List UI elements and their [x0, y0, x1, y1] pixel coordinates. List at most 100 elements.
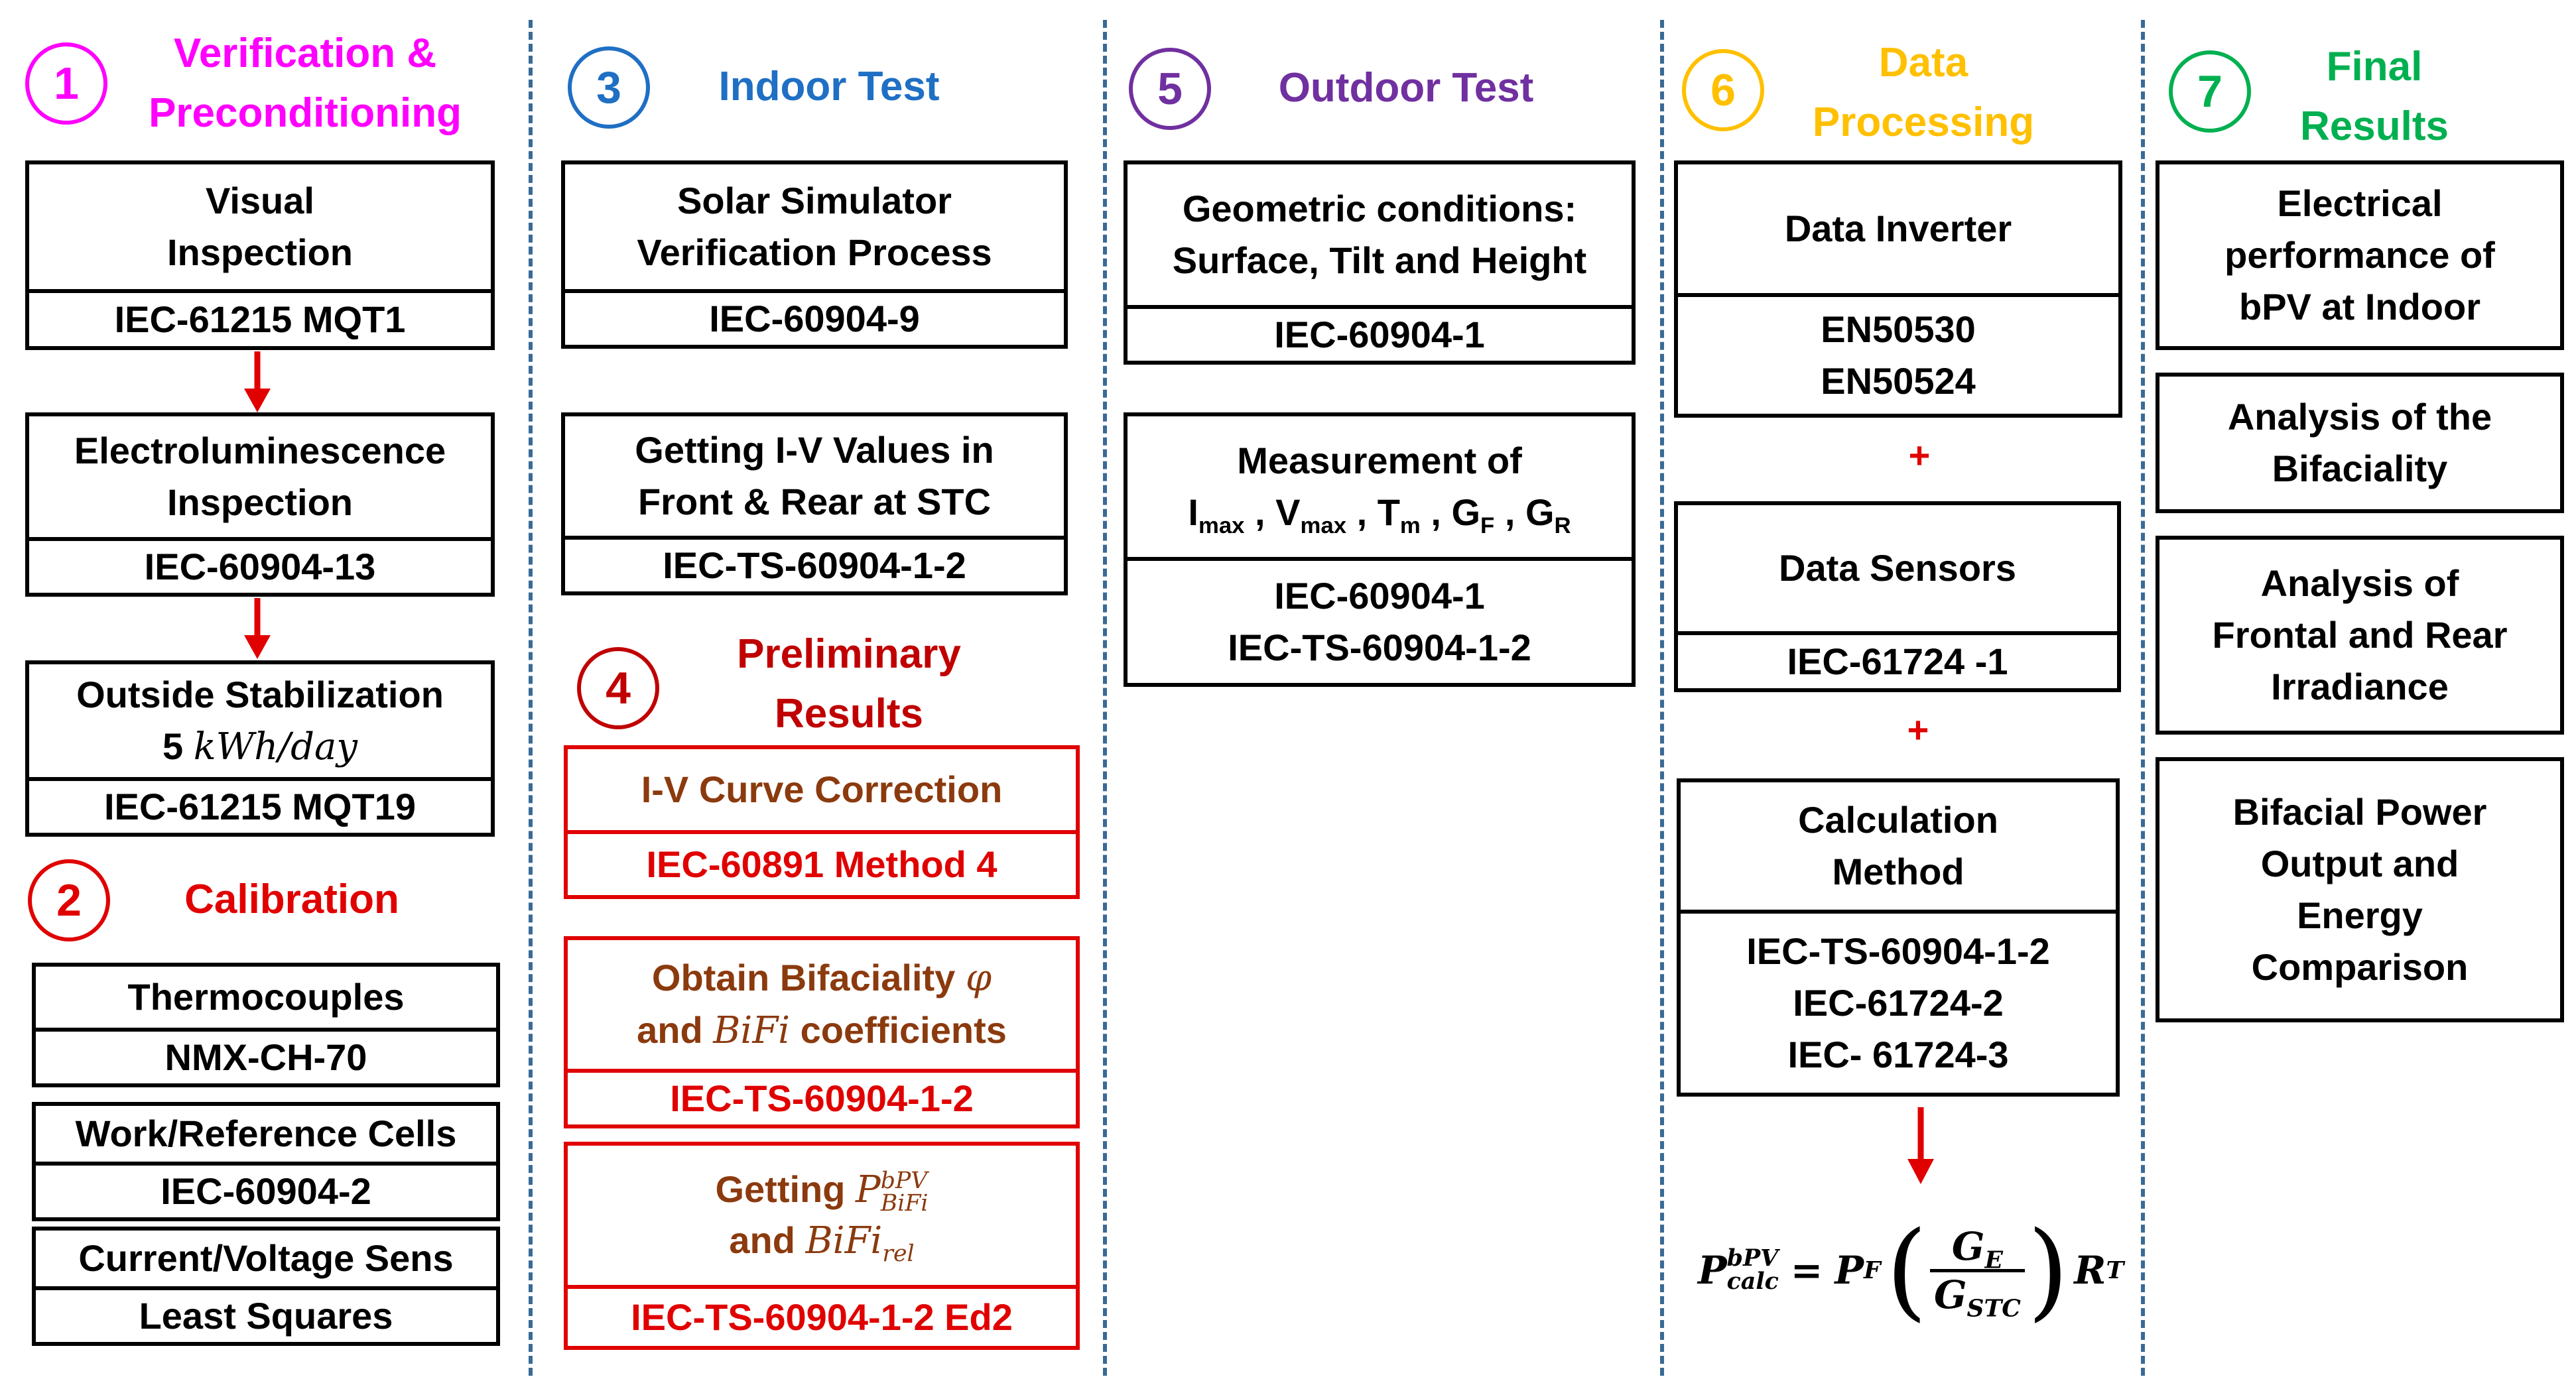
electroluminescence-line2: Inspection — [166, 481, 354, 523]
electroluminescence-standard: IEC-60904-13 — [29, 537, 491, 593]
solar-simulator-line2: Verification Process — [637, 231, 992, 273]
arrow-down-3 — [1907, 1107, 1934, 1184]
calculation-method-label: Calculation Method — [1681, 782, 2116, 910]
step-3-number: 3 — [596, 62, 621, 113]
section-7-title: Final Results — [2268, 37, 2480, 156]
visual-inspection-line1: Visual — [206, 180, 314, 221]
step-3-badge: 3 — [568, 46, 650, 129]
final-result-electrical-label: Electrical performance of bPV at Indoor — [2159, 164, 2560, 346]
bifaciality-and: and — [637, 1009, 703, 1051]
outside-stabilization-standard: IEC-61215 MQT19 — [29, 777, 491, 833]
final-result-power-energy-line1: Bifacial Power — [2232, 791, 2487, 833]
phi-symbol: φ — [965, 957, 992, 1000]
plus-sign-2: + — [1907, 709, 1929, 751]
formula-fraction: GE GSTC — [1929, 1224, 2025, 1321]
stabilization-unit: kWh/day — [193, 725, 357, 768]
bifaciality-line2: and BiFi coefficients — [637, 1004, 1007, 1057]
measurement-standards: IEC-60904-1 IEC-TS-60904-1-2 — [1127, 557, 1632, 683]
calculation-method-standards: IEC-TS-60904-1-2 IEC-61724-2 IEC- 61724-… — [1681, 910, 2116, 1093]
current-voltage-box: Current/Voltage Sens Least Squares — [32, 1227, 500, 1346]
calculation-standard-3: IEC- 61724-3 — [1787, 1034, 2009, 1075]
var-gf: G — [1451, 491, 1481, 533]
step-4-badge: 4 — [577, 647, 659, 729]
final-result-bifaciality-line2: Bifaciality — [2272, 448, 2448, 489]
reference-cells-label: Work/Reference Cells — [75, 1113, 457, 1154]
final-result-irradiance-label: Analysis of Frontal and Rear Irradiance — [2159, 540, 2560, 731]
divider-2 — [1103, 20, 1107, 1376]
final-result-electrical-line2: performance of — [2224, 234, 2495, 276]
final-result-power-energy-line3: Energy — [2297, 894, 2423, 936]
section-6-title-line2: Processing — [1812, 99, 2035, 145]
formula-rt: R — [2074, 1248, 2106, 1293]
data-sensors-box: Data Sensors IEC-61724 -1 — [1674, 501, 2121, 692]
visual-inspection-label: Visual Inspection — [29, 164, 491, 289]
var-t: T — [1377, 491, 1400, 533]
formula-left-paren: ( — [1886, 1208, 1927, 1332]
outside-stabilization-box: Outside Stabilization 5 kWh/day IEC-6121… — [25, 660, 495, 837]
p-superscript: bPV — [880, 1167, 928, 1194]
step-7-number: 7 — [2197, 66, 2222, 117]
final-result-irradiance-line1: Analysis of — [2260, 562, 2459, 604]
solar-simulator-label: Solar Simulator Verification Process — [565, 164, 1064, 289]
calculation-method-line1: Calculation — [1798, 799, 1998, 841]
bifaciality-box: Obtain Bifaciality φ and BiFi coefficien… — [564, 936, 1080, 1128]
step-6-badge: 6 — [1682, 49, 1764, 131]
calculation-standard-1: IEC-TS-60904-1-2 — [1746, 930, 2050, 972]
electroluminescence-label: Electroluminescence Inspection — [29, 416, 491, 537]
geometric-conditions-label: Geometric conditions: Surface, Tilt and … — [1127, 164, 1632, 305]
final-result-bifaciality-label: Analysis of the Bifaciality — [2159, 377, 2560, 509]
bifaciality-coefficients: coefficients — [800, 1009, 1007, 1051]
formula-fraction-bar — [1929, 1268, 2025, 1272]
visual-inspection-box: Visual Inspection IEC-61215 MQT1 — [25, 160, 495, 350]
formula-ge-sub: E — [1984, 1246, 2003, 1274]
electroluminescence-line1: Electroluminescence — [74, 430, 446, 471]
bifi-rel-base: BiFi — [805, 1219, 883, 1263]
section-6-title-line1: Data — [1878, 40, 1968, 86]
solar-simulator-standard: IEC-60904-9 — [565, 289, 1064, 345]
section-2-title: Calibration — [184, 876, 399, 922]
bifi-power-standard: IEC-TS-60904-1-2 Ed2 — [568, 1285, 1076, 1346]
step-6-number: 6 — [1710, 65, 1736, 115]
formula-right-paren: ) — [2027, 1208, 2069, 1332]
section-5-title: Outdoor Test — [1278, 65, 1534, 111]
iv-values-box: Getting I-V Values in Front & Rear at ST… — [561, 412, 1068, 595]
formula-numerator: GE — [1948, 1224, 2007, 1272]
calculation-standard-2: IEC-61724-2 — [1793, 982, 2004, 1024]
step-1-number: 1 — [54, 58, 79, 109]
step-4-number: 4 — [606, 663, 631, 713]
stabilization-value: 5 — [162, 725, 184, 767]
solar-simulator-line1: Solar Simulator — [677, 180, 952, 221]
final-result-bifaciality: Analysis of the Bifaciality — [2156, 373, 2564, 513]
step-1-badge: 1 — [25, 42, 107, 125]
formula-equals: = — [1790, 1248, 1823, 1293]
var-i: I — [1188, 491, 1198, 533]
final-result-power-energy-line4: Comparison — [2251, 946, 2469, 988]
data-inverter-box: Data Inverter EN50530 EN50524 — [1674, 160, 2122, 418]
electroluminescence-box: Electroluminescence Inspection IEC-60904… — [25, 412, 495, 597]
bifaciality-line1: Obtain Bifaciality φ — [652, 952, 992, 1004]
var-gf-sub: F — [1480, 513, 1495, 539]
formula-p: P — [1698, 1248, 1727, 1293]
measurement-standard-2: IEC-TS-60904-1-2 — [1228, 627, 1531, 668]
section-1-title: Verification & Preconditioning — [113, 24, 497, 143]
section-6-title: Data Processing — [1777, 33, 2069, 152]
getting-and: and — [729, 1219, 795, 1262]
formula-gstc-sub: STC — [1966, 1294, 2021, 1323]
var-v: V — [1275, 491, 1301, 533]
section-4-title-line2: Results — [775, 691, 923, 737]
data-sensors-label: Data Sensors — [1779, 547, 2016, 589]
data-inverter-standard-1: EN50530 — [1821, 308, 1976, 350]
step-7-badge: 7 — [2169, 50, 2251, 133]
iv-values-standard: IEC-TS-60904-1-2 — [565, 536, 1064, 591]
geometric-conditions-box: Geometric conditions: Surface, Tilt and … — [1124, 160, 1636, 365]
current-voltage-standard: Least Squares — [36, 1286, 496, 1342]
divider-1 — [529, 20, 533, 1376]
formula-denominator: GSTC — [1930, 1272, 2025, 1321]
section-1-title-line1: Verification & — [173, 30, 437, 76]
outside-stabilization-line2: 5 kWh/day — [162, 721, 357, 773]
divider-3 — [1660, 20, 1664, 1376]
bifi-power-line2: and BiFirel — [729, 1215, 914, 1266]
step-5-number: 5 — [1157, 64, 1183, 114]
